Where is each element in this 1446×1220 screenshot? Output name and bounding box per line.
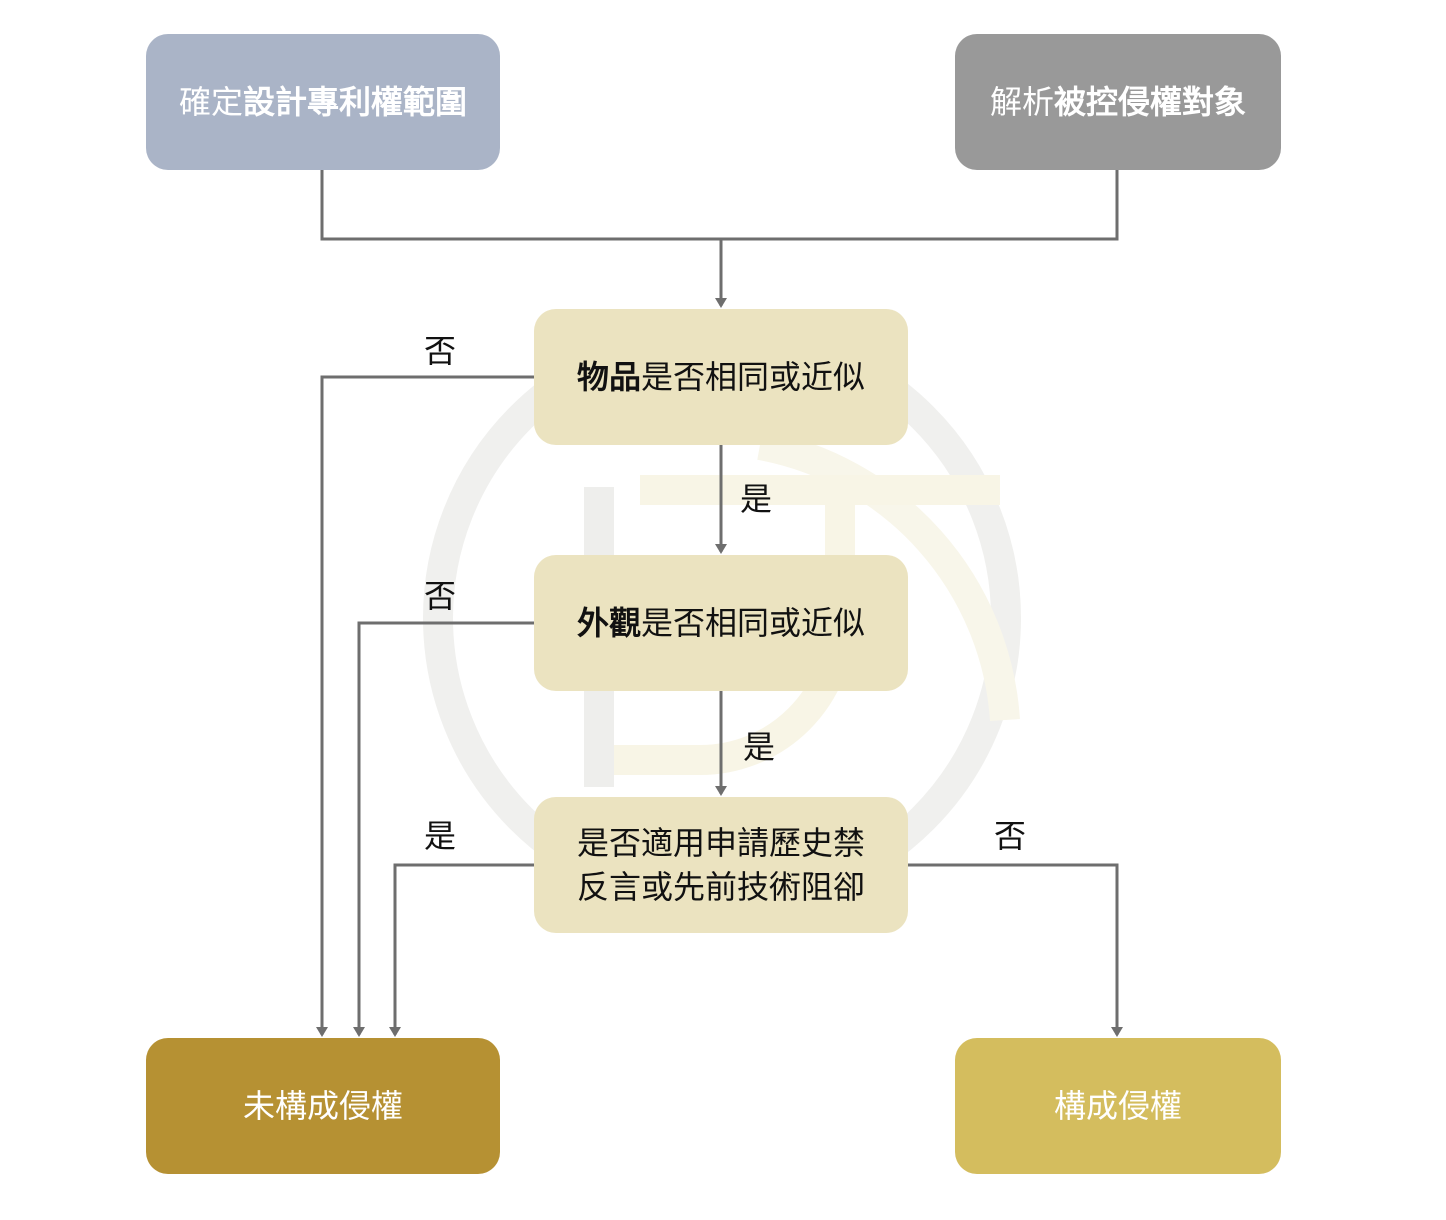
node-scope-prefix: 確定: [178, 83, 243, 121]
arrow-article-no: [316, 375, 534, 1037]
decision-article-similar: 物品是否相同或近似: [534, 309, 908, 445]
decision-estoppel-line1: 是否適用申請歷史禁: [576, 824, 865, 862]
decision-appearance-bold: 外觀: [576, 604, 641, 642]
result-infringing: 構成侵權: [955, 1038, 1281, 1174]
edge-label-article-yes: 是: [739, 480, 772, 518]
node-accused-prefix: 解析: [989, 83, 1054, 121]
edge-label-appearance-no: 否: [423, 577, 456, 615]
arrow-appearance-no: [353, 621, 534, 1037]
node-analyze-accused-object: 解析被控侵權對象: [955, 34, 1281, 170]
edge-label-article-no: 否: [423, 332, 456, 370]
arrow-estoppel-no: [908, 863, 1123, 1037]
decision-estoppel-line2: 反言或先前技術阻卻: [576, 868, 865, 906]
arrow-estoppel-yes: [389, 863, 534, 1037]
decision-article-rest: 是否相同或近似: [641, 358, 866, 396]
result-not-infringing: 未構成侵權: [146, 1038, 500, 1174]
node-scope-bold: 設計專利權範圍: [243, 83, 468, 121]
edge-label-estoppel-yes: 是: [423, 817, 456, 855]
connector-scope: [320, 170, 721, 241]
result-infringing-label: 構成侵權: [1053, 1087, 1182, 1125]
decision-estoppel-prior-art: 是否適用申請歷史禁 反言或先前技術阻卻: [534, 797, 908, 933]
connector-accused: [721, 170, 1119, 241]
edge-label-appearance-yes: 是: [742, 728, 775, 766]
result-not-infringing-label: 未構成侵權: [242, 1087, 403, 1125]
decision-appearance-similar: 外觀是否相同或近似: [534, 555, 908, 691]
node-determine-patent-scope: 確定設計專利權範圍: [146, 34, 500, 170]
decision-appearance-rest: 是否相同或近似: [641, 604, 866, 642]
decision-article-bold: 物品: [576, 358, 641, 396]
node-accused-bold: 被控侵權對象: [1054, 83, 1247, 121]
edge-label-estoppel-no: 否: [993, 817, 1026, 855]
